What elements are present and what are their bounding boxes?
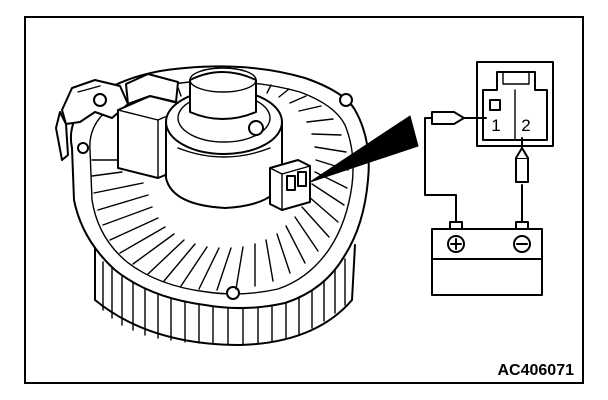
positive-lead-wire — [424, 117, 457, 223]
mounting-holes — [77, 93, 353, 300]
blower-motor-connector — [269, 159, 311, 211]
connector-pin-1-label: 1 — [491, 116, 500, 135]
figure-code: AC406071 — [498, 362, 575, 379]
battery — [431, 228, 543, 296]
connector-enlarged-view: 1 2 — [476, 61, 554, 147]
motor-body — [165, 67, 283, 209]
callout-wedge — [309, 115, 419, 183]
test-leads — [424, 111, 529, 231]
negative-probe — [515, 137, 529, 183]
figure-frame — [24, 16, 584, 384]
positive-terminal-icon — [447, 235, 465, 253]
positive-probe — [431, 111, 487, 125]
motor-shaft-cap — [248, 120, 264, 136]
negative-terminal-icon — [513, 235, 531, 253]
connector-pin-2-label: 2 — [521, 116, 530, 135]
blower-motor-assembly — [55, 65, 419, 346]
